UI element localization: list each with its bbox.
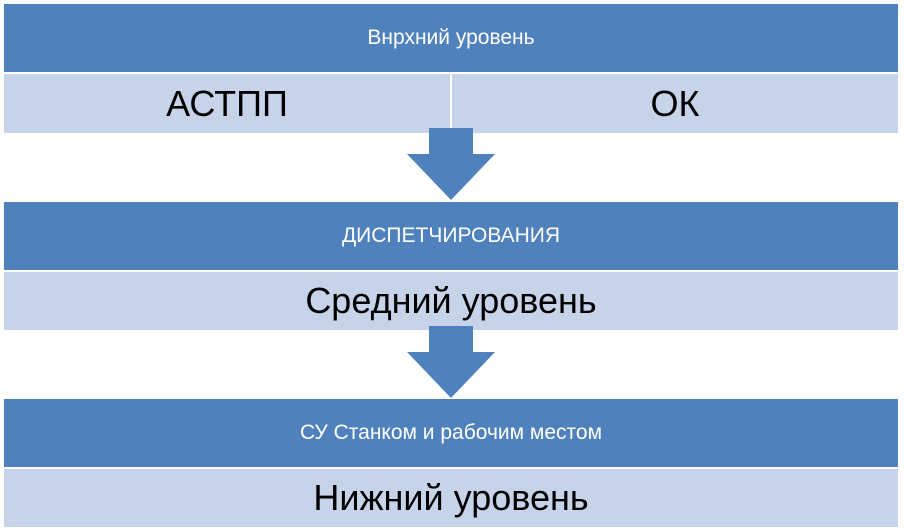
middle-level-cell: Средний уровень xyxy=(3,271,899,331)
top-level-cell-ok: ОК xyxy=(451,73,899,134)
top-level-header: Внрхний уровень xyxy=(3,3,899,73)
middle-level-header-label: ДИСПЕТЧИРОВАНИЯ xyxy=(341,224,561,247)
top-level-header-label: Внрхний уровень xyxy=(367,26,535,49)
top-level-cell-astpp: АСТПП xyxy=(3,73,451,134)
down-arrow-icon xyxy=(407,128,495,200)
bottom-level-row: Нижний уровень xyxy=(3,468,899,528)
bottom-level-cell: Нижний уровень xyxy=(3,468,899,528)
middle-level-header: ДИСПЕТЧИРОВАНИЯ xyxy=(3,201,899,271)
down-arrow-icon xyxy=(407,326,495,398)
bottom-level-header-label: СУ Станком и рабочим местом xyxy=(299,421,603,444)
top-level-row: АСТПП ОК xyxy=(3,73,899,134)
bottom-level-header: СУ Станком и рабочим местом xyxy=(3,398,899,468)
middle-level-row: Средний уровень xyxy=(3,271,899,331)
